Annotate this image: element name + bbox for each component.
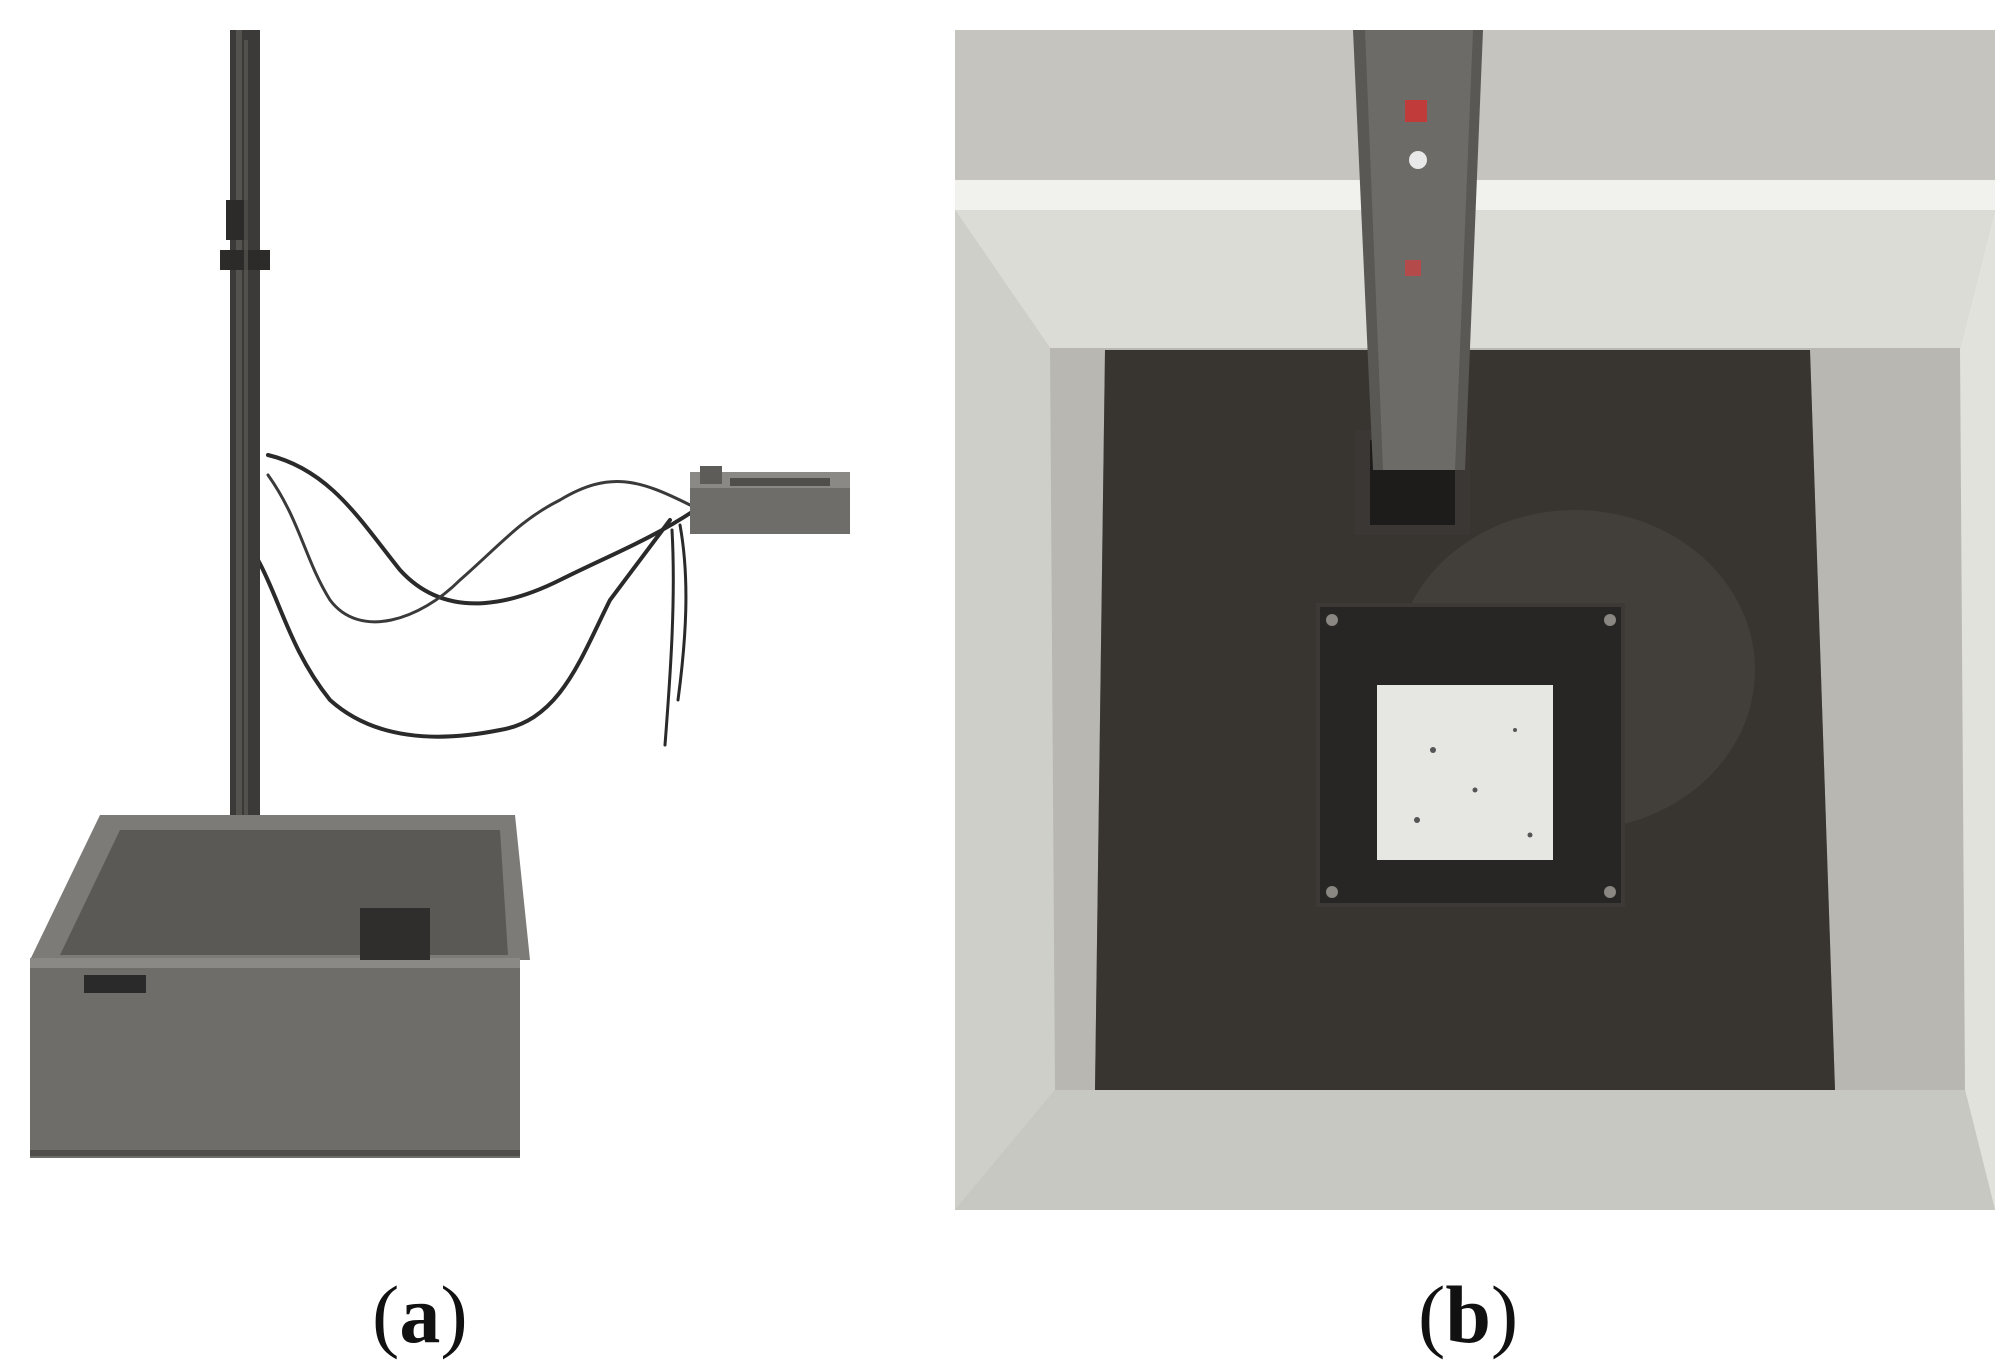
concrete-specimen (1377, 685, 1553, 860)
panel-b-caption: (b) (1418, 1269, 1519, 1360)
panel-a-caption: (a) (372, 1269, 468, 1360)
box-walls (955, 180, 1995, 1210)
photo-panel-a (0, 0, 900, 1240)
sensor-cables (243, 258, 697, 747)
grey-container-box (30, 815, 530, 1158)
apparatus-top-view-photo (955, 30, 1995, 1210)
panel-a-label: a (399, 1269, 441, 1360)
steel-ruler-column (220, 30, 270, 970)
photo-panel-b (955, 30, 1995, 1210)
panel-b-label: b (1445, 1269, 1491, 1360)
steel-ruler-column-top-view (1353, 30, 1483, 535)
sensor-box (690, 466, 850, 534)
apparatus-side-view-photo (30, 30, 850, 1158)
